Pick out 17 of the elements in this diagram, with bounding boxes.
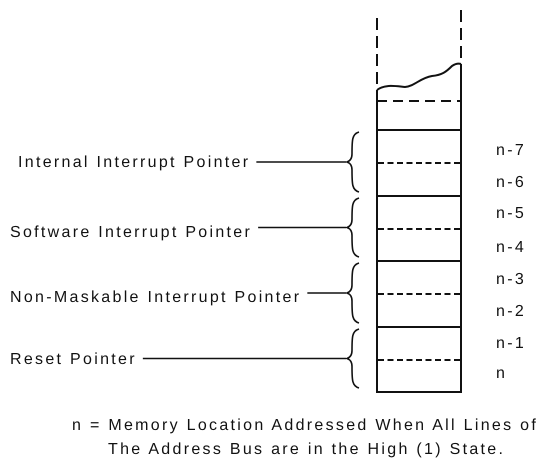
pointer-label: Non-Maskable Interrupt Pointer [10, 288, 302, 308]
address-label: n-2 [496, 302, 526, 322]
address-label: n [496, 364, 508, 384]
leader-line [258, 226, 346, 228]
pointer-label: Software Interrupt Pointer [10, 223, 252, 243]
address-label: n-5 [496, 204, 526, 224]
leader-line [142, 358, 346, 360]
caption: n = Memory Location Addressed When All Lines of The Address Bus are in the High (1) State. [72, 416, 540, 460]
pointer-label: Reset Pointer [10, 350, 137, 370]
address-label: n-1 [496, 334, 526, 354]
pointer-label: Internal Interrupt Pointer [18, 153, 250, 173]
leader-line [307, 292, 346, 294]
address-label: n-3 [496, 270, 526, 290]
address-label: n-7 [496, 141, 526, 161]
leader-line [256, 161, 346, 163]
address-label: n-4 [496, 238, 526, 258]
address-label: n-6 [496, 173, 526, 193]
